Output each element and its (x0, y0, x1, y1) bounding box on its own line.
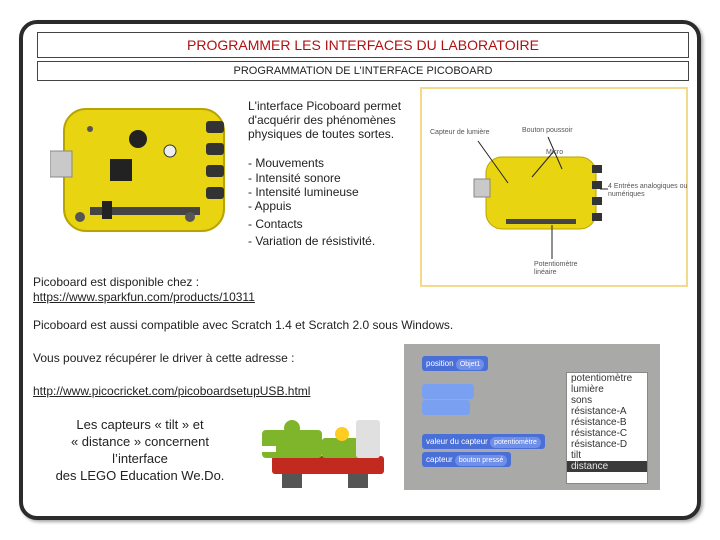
label-micro: Micro (546, 149, 564, 156)
scratch-block-field[interactable]: potentiomètre (490, 437, 541, 448)
sensor-dropdown[interactable]: potentiomètre lumière sons résistance-A … (566, 372, 648, 484)
dropdown-item[interactable]: tilt (571, 450, 581, 461)
intro-line-1: L'interface Picoboard permet (248, 99, 402, 113)
label-capteur-lumiere: Capteur de lumière (430, 129, 490, 136)
wedo-note-line: Les capteurs « tilt » et (76, 417, 204, 432)
scratch-block-label: capteur (426, 455, 453, 464)
scratch-block-field[interactable]: Objet1 (455, 359, 485, 370)
feature-item: - Mouvements (248, 156, 325, 170)
intro-line-2: d'acquérir des phénomènes (248, 113, 396, 127)
feature-item: - Intensité lumineuse (248, 185, 359, 199)
wedo-note: Les capteurs « tilt » et « distance » co… (40, 416, 240, 484)
scratch-block-label: valeur du capteur (426, 437, 488, 446)
dropdown-item[interactable]: résistance-C (571, 428, 628, 439)
dropdown-item[interactable]: résistance-A (571, 406, 627, 417)
page-subtitle: PROGRAMMATION DE L’INTERFACE PICOBOARD (37, 61, 689, 81)
sparkfun-link[interactable]: https://www.sparkfun.com/products/10311 (33, 290, 255, 304)
driver-text: Vous pouvez récupérer le driver à cette … (33, 351, 295, 365)
scratch-block-label: position (426, 359, 454, 368)
availability-text: Picoboard est disponible chez : (33, 275, 200, 289)
wedo-note-line: des LEGO Education We.Do. (55, 468, 225, 483)
label-entrees: 4 Entrées analogiques ou numériques (608, 183, 688, 198)
scratch-block-blank[interactable] (422, 384, 474, 399)
dropdown-item[interactable]: résistance-B (571, 417, 627, 428)
label-bouton-poussoir: Bouton poussoir (522, 127, 573, 134)
page-title: PROGRAMMER LES INTERFACES DU LABORATOIRE (37, 32, 689, 58)
scratch-block-field[interactable]: bouton pressé (454, 455, 508, 466)
dropdown-item-selected[interactable]: distance (567, 461, 647, 472)
scratch-block-sensor-value[interactable]: valeur du capteur potentiomètre (422, 434, 545, 449)
label-potentiometre: Potentiomètre linéaire (534, 261, 578, 276)
feature-item: - Variation de résistivité. (248, 234, 376, 248)
feature-item: - Intensité sonore (248, 171, 341, 185)
lego-wedo-photo (252, 410, 404, 492)
diagram-board-icon (473, 136, 608, 259)
driver-link[interactable]: http://www.picocricket.com/picoboardsetu… (33, 384, 311, 398)
scratch-block-blank[interactable] (422, 400, 470, 415)
picoboard-photo (50, 108, 225, 232)
scratch-block-sensor[interactable]: capteur bouton pressé (422, 452, 512, 467)
feature-item: - Contacts (248, 217, 303, 231)
picoboard-diagram: Capteur de lumière Bouton poussoir Micro… (420, 87, 688, 287)
scratch-block-position[interactable]: position Objet1 (422, 356, 489, 371)
slide-frame (19, 20, 701, 520)
dropdown-item[interactable]: résistance-D (571, 439, 628, 450)
dropdown-item[interactable]: potentiomètre (571, 373, 633, 384)
dropdown-item[interactable]: sons (571, 395, 593, 406)
intro-line-3: physiques de toutes sortes. (248, 127, 395, 141)
feature-item: - Appuis (248, 199, 292, 213)
wedo-note-line: « distance » concernent (70, 434, 210, 449)
compatibility-text: Picoboard est aussi compatible avec Scra… (33, 318, 454, 332)
wedo-note-line: l’interface (112, 451, 168, 466)
dropdown-item[interactable]: lumière (571, 384, 604, 395)
